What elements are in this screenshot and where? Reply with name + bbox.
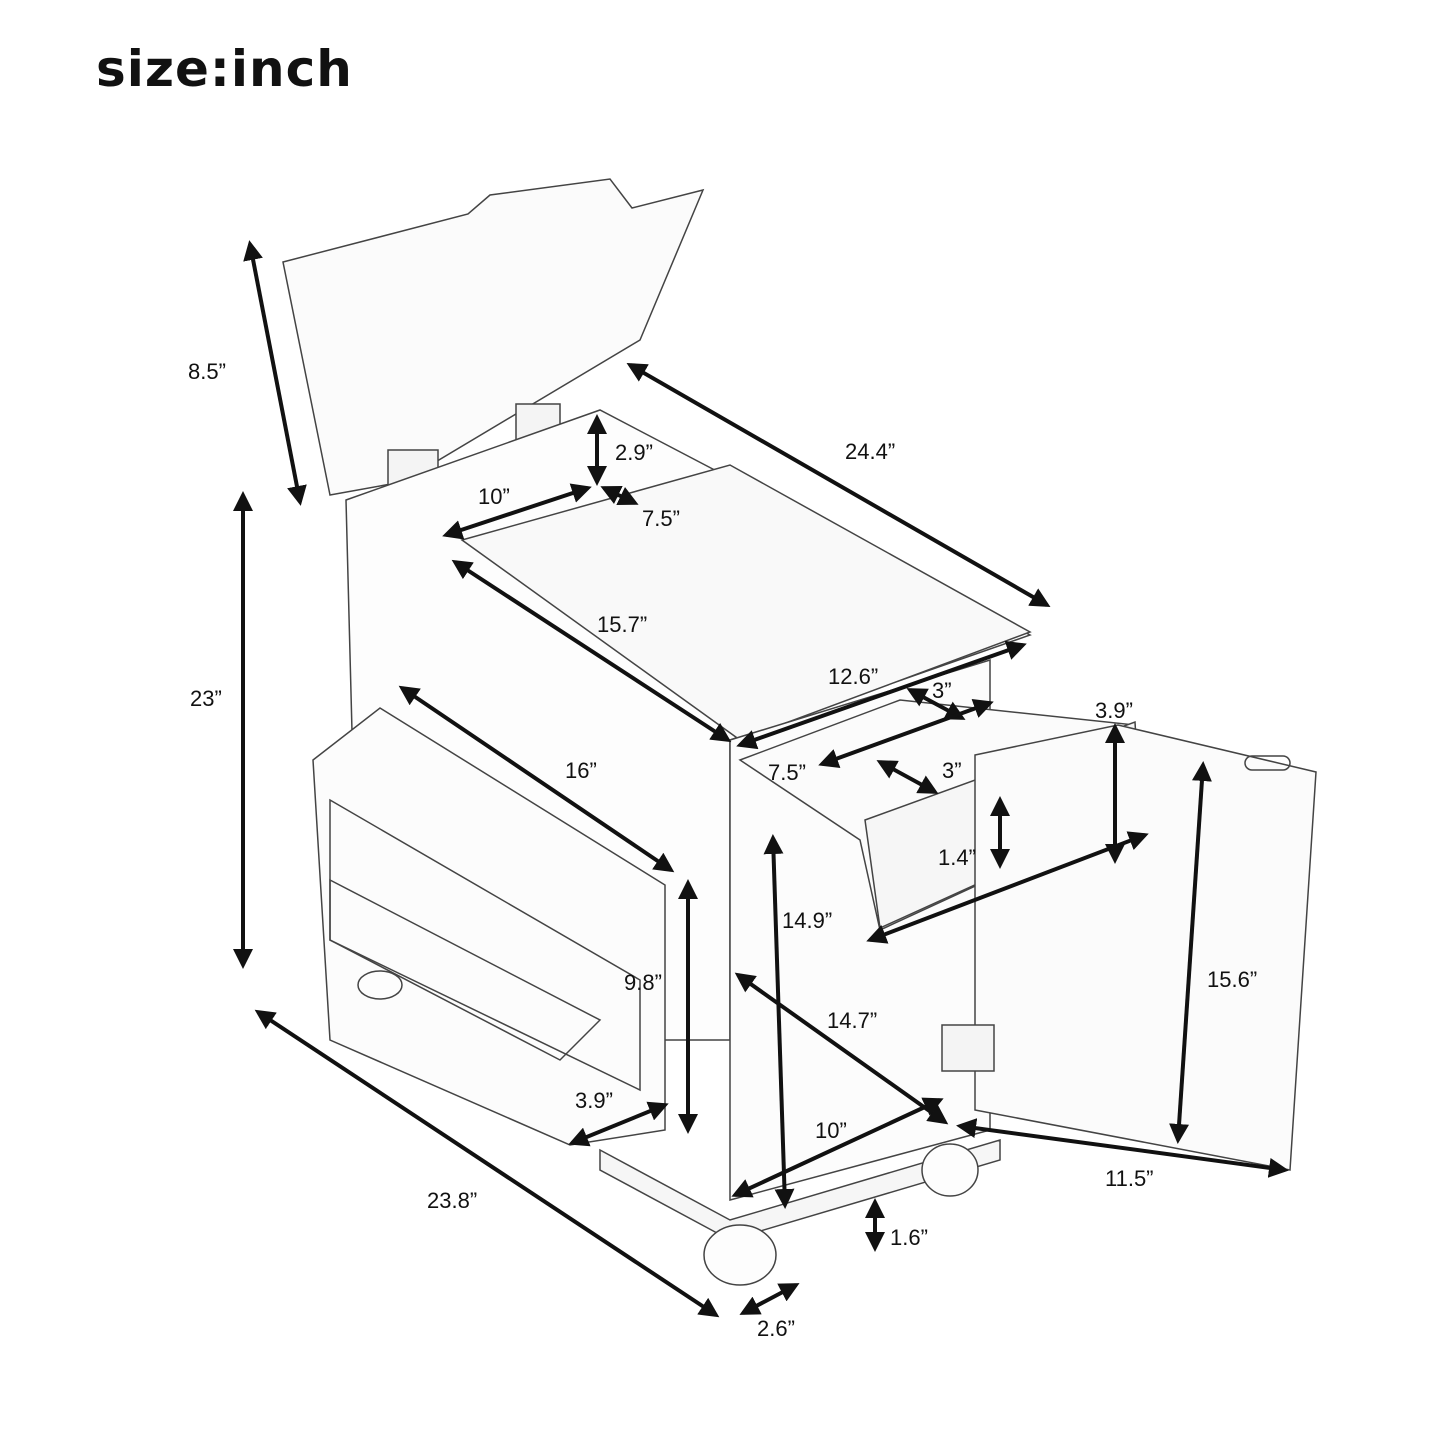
label-compartment-length: 7.5”	[642, 506, 680, 531]
label-lid-height: 8.5”	[188, 359, 226, 384]
label-door-width: 11.5”	[1105, 1166, 1154, 1191]
cabinet-depth-arrow	[734, 972, 949, 1125]
label-cabinet-depth: 14.7”	[827, 1008, 878, 1033]
label-base-length: 23.8”	[427, 1188, 478, 1213]
lid-height-arrow	[243, 240, 307, 506]
drawer-width-arrow	[736, 640, 1027, 750]
label-drawer-width: 12.6”	[828, 664, 879, 689]
label-total-height: 23”	[190, 686, 222, 711]
cupholder-diameter-arrow	[876, 760, 939, 794]
label-door-height: 15.6”	[1207, 967, 1258, 992]
total-length-arrow	[626, 363, 1051, 607]
label-magazine-rack-length: 16”	[565, 758, 597, 783]
label-drawer-front-length: 14.9”	[782, 908, 833, 933]
label-total-length: 24.4”	[845, 439, 896, 464]
foot-diameter-arrow	[739, 1283, 800, 1315]
label-magazine-rack-height: 9.8”	[624, 970, 662, 995]
compartment-width-arrow	[442, 483, 592, 540]
drawer-inner-depth-arrow	[818, 699, 994, 768]
label-top-length: 15.7”	[597, 612, 648, 637]
label-magazine-rack-depth: 3.9”	[575, 1088, 613, 1113]
label-foot-diameter: 2.6”	[757, 1316, 795, 1341]
furniture-outline	[282, 178, 1317, 1286]
compartment-length-arrow	[600, 485, 639, 506]
label-drawer-inner-depth: 7.5”	[768, 760, 806, 785]
top-length-arrow	[451, 559, 732, 743]
label-compartment-width: 10”	[478, 484, 510, 509]
page-title: size:inch	[96, 40, 353, 98]
base-length-arrow	[254, 1009, 720, 1318]
door-width-arrow	[956, 1118, 1289, 1178]
drawer-front-width-arrow	[866, 831, 1149, 944]
cabinet-width-arrow	[731, 1097, 944, 1198]
label-cabinet-width: 10”	[815, 1118, 847, 1143]
dimension-arrows	[233, 240, 1289, 1318]
magazine-rack-length-arrow	[398, 685, 675, 873]
door-height-arrow	[1169, 761, 1212, 1144]
label-compartment-depth: 2.9”	[615, 440, 653, 465]
label-knob-height: 1.4”	[938, 845, 976, 870]
label-foot-height: 1.6”	[890, 1225, 928, 1250]
label-cupholder-top: 3”	[932, 678, 952, 703]
label-drawer-height: 3.9”	[1095, 698, 1133, 723]
label-cupholder-diameter: 3”	[942, 758, 962, 783]
